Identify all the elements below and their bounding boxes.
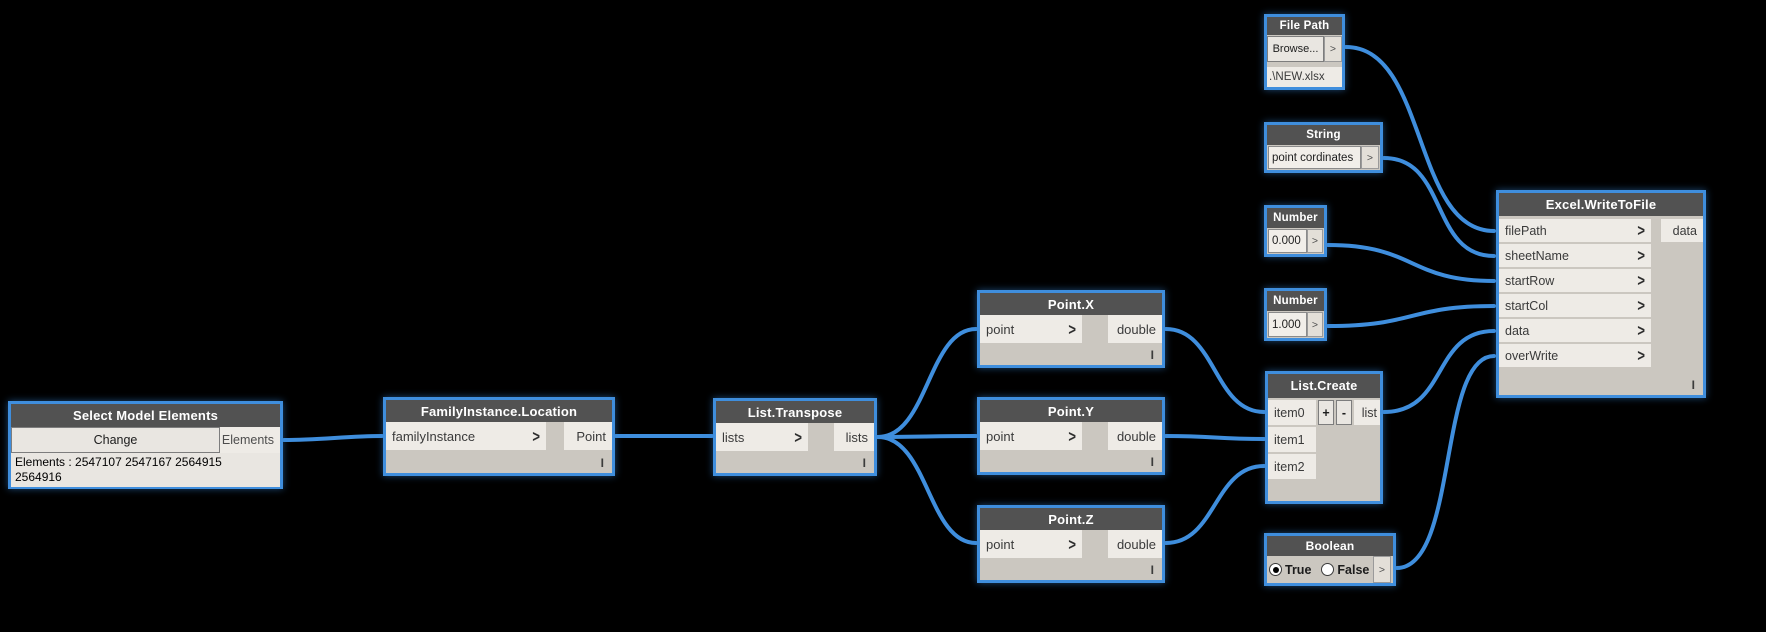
node-file-path[interactable]: File Path Browse... > .\NEW.xlsx xyxy=(1264,14,1345,90)
port-out-number[interactable]: > xyxy=(1307,312,1323,337)
wire-number1-to-excel[interactable] xyxy=(1326,304,1496,328)
node-string[interactable]: String point cordinates > xyxy=(1264,122,1383,173)
chevron-right-icon: > xyxy=(1637,271,1645,290)
port-out-list[interactable]: list xyxy=(1354,400,1380,425)
radio-false[interactable] xyxy=(1321,563,1335,576)
lacing-indicator: I xyxy=(1691,378,1695,392)
port-out-double[interactable]: double xyxy=(1108,315,1162,343)
port-in-item1[interactable]: item1 xyxy=(1268,427,1316,452)
port-in-item2[interactable]: item2 xyxy=(1268,454,1316,479)
port-in-startrow[interactable]: startRow > xyxy=(1499,269,1651,292)
browse-button[interactable]: Browse... xyxy=(1267,36,1324,62)
node-select-model-elements[interactable]: Select Model Elements Change Elements El… xyxy=(8,401,283,489)
lacing-indicator: I xyxy=(862,456,866,470)
wire-filepath-to-excel[interactable] xyxy=(1344,45,1496,233)
wire-listcreate-to-excel[interactable] xyxy=(1382,329,1496,414)
chevron-right-icon: > xyxy=(532,426,540,446)
chevron-right-icon: > xyxy=(1637,246,1645,265)
remove-input-button[interactable]: - xyxy=(1336,400,1352,425)
number-input[interactable]: 1.000 xyxy=(1268,312,1307,337)
port-in-lists[interactable]: lists > xyxy=(716,423,808,451)
port-out-boolean[interactable]: > xyxy=(1373,556,1391,583)
node-list-transpose[interactable]: List.Transpose lists > lists I xyxy=(713,398,877,476)
port-in-point[interactable]: point > xyxy=(980,530,1082,558)
chevron-right-icon: > xyxy=(1637,296,1645,315)
node-point-x[interactable]: Point.X point > double I xyxy=(977,290,1165,368)
node-title: Point.Z xyxy=(980,508,1162,530)
port-out-double[interactable]: double xyxy=(1108,530,1162,558)
lacing-indicator: I xyxy=(600,456,604,470)
chevron-right-icon: > xyxy=(1637,221,1645,240)
port-out-data[interactable]: data xyxy=(1661,219,1703,242)
wire-pointz-to-item2[interactable] xyxy=(1164,464,1266,545)
port-in-point[interactable]: point > xyxy=(980,422,1082,450)
wire-lists-to-pointy[interactable] xyxy=(876,434,978,439)
radio-true-label: True xyxy=(1285,562,1312,577)
port-out-lists[interactable]: lists xyxy=(834,423,874,451)
node-title: Boolean xyxy=(1267,536,1393,556)
radio-false-label: False xyxy=(1337,562,1370,577)
node-title: List.Transpose xyxy=(716,401,874,423)
port-out-double[interactable]: double xyxy=(1108,422,1162,450)
node-title: Point.Y xyxy=(980,400,1162,422)
node-boolean[interactable]: Boolean True False > xyxy=(1264,533,1396,586)
port-in-familyinstance[interactable]: familyInstance > xyxy=(386,422,546,450)
wire-lists-to-pointz[interactable] xyxy=(876,435,978,545)
node-number-zero[interactable]: Number 0.000 > xyxy=(1264,205,1327,257)
node-list-create[interactable]: List.Create item0 + - list item1 item2 xyxy=(1265,371,1383,504)
wire-pointx-to-item0[interactable] xyxy=(1164,327,1266,414)
chevron-right-icon: > xyxy=(1068,426,1076,446)
node-title: Excel.WriteToFile xyxy=(1499,193,1703,216)
port-out-point[interactable]: Point xyxy=(564,422,612,450)
port-in-startcol[interactable]: startCol > xyxy=(1499,294,1651,317)
port-in-point[interactable]: point > xyxy=(980,315,1082,343)
port-out-elements[interactable]: Elements xyxy=(220,427,280,453)
node-title: Select Model Elements xyxy=(11,404,280,427)
elements-preview: Elements : 2547107 2547167 2564915 25649… xyxy=(11,453,280,487)
wire-elements-to-familyinstance[interactable] xyxy=(282,434,384,442)
node-title: List.Create xyxy=(1268,374,1380,398)
port-out-filepath[interactable]: > xyxy=(1324,36,1342,62)
port-in-sheetname[interactable]: sheetName > xyxy=(1499,244,1651,267)
node-point-y[interactable]: Point.Y point > double I xyxy=(977,397,1165,475)
wire-number0-to-excel[interactable] xyxy=(1326,243,1496,283)
chevron-right-icon: > xyxy=(1637,321,1645,340)
port-in-data[interactable]: data > xyxy=(1499,319,1651,342)
wire-string-to-excel[interactable] xyxy=(1382,156,1496,258)
chevron-right-icon: > xyxy=(1068,319,1076,339)
lacing-indicator: I xyxy=(1150,455,1154,469)
port-out-number[interactable]: > xyxy=(1307,229,1323,253)
add-input-button[interactable]: + xyxy=(1318,400,1334,425)
filepath-value: .\NEW.xlsx xyxy=(1267,67,1342,87)
node-title: FamilyInstance.Location xyxy=(386,400,612,422)
chevron-right-icon: > xyxy=(1068,534,1076,554)
chevron-right-icon: > xyxy=(794,427,802,447)
wire-boolean-to-excel[interactable] xyxy=(1395,354,1496,570)
lacing-indicator: I xyxy=(1150,348,1154,362)
node-number-one[interactable]: Number 1.000 > xyxy=(1264,288,1327,341)
lacing-indicator: I xyxy=(1150,563,1154,577)
port-out-string[interactable]: > xyxy=(1361,146,1379,169)
node-point-z[interactable]: Point.Z point > double I xyxy=(977,505,1165,583)
change-button[interactable]: Change xyxy=(11,427,220,453)
number-input[interactable]: 0.000 xyxy=(1268,229,1307,253)
node-excel-writetofile[interactable]: Excel.WriteToFile filePath > sheetName >… xyxy=(1496,190,1706,398)
chevron-right-icon: > xyxy=(1637,346,1645,365)
port-in-filepath[interactable]: filePath > xyxy=(1499,219,1651,242)
wire-pointy-to-item1[interactable] xyxy=(1164,434,1266,441)
node-title: String xyxy=(1267,125,1380,145)
wire-lists-to-pointx[interactable] xyxy=(876,327,978,439)
node-title: Number xyxy=(1267,208,1324,228)
string-input[interactable]: point cordinates xyxy=(1268,146,1361,169)
port-in-overwrite[interactable]: overWrite > xyxy=(1499,344,1651,367)
node-title: File Path xyxy=(1267,17,1342,35)
node-title: Point.X xyxy=(980,293,1162,315)
node-title: Number xyxy=(1267,291,1324,311)
radio-true[interactable] xyxy=(1269,563,1282,576)
node-familyinstance-location[interactable]: FamilyInstance.Location familyInstance >… xyxy=(383,397,615,476)
port-in-item0[interactable]: item0 xyxy=(1268,400,1316,425)
